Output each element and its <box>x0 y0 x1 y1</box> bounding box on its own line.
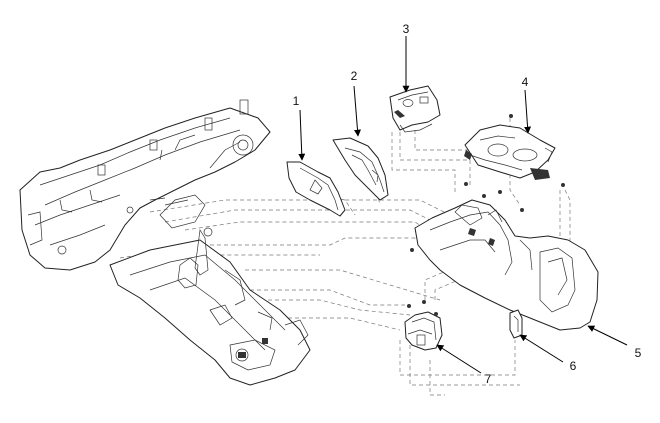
leader-7 <box>436 344 482 374</box>
part-6-bracket <box>509 309 523 339</box>
leader-arrows <box>298 36 628 374</box>
leader-6 <box>519 334 564 363</box>
part-2-console-side-cover <box>332 137 389 201</box>
floor-and-shifter-assembly <box>109 227 311 386</box>
callout-5: 5 <box>635 346 642 360</box>
callout-7: 7 <box>485 372 492 386</box>
callout-1: 1 <box>293 94 300 108</box>
fastener-screws <box>407 114 565 316</box>
callout-6: 6 <box>570 359 577 373</box>
part-4-shift-indicator-panel <box>464 124 556 180</box>
callout-2: 2 <box>351 69 358 83</box>
leader-4 <box>524 89 532 134</box>
leader-1 <box>298 109 306 161</box>
part-5-floor-console-body <box>414 199 599 331</box>
cowl-cross-bar-assembly <box>19 99 271 271</box>
callout-4: 4 <box>522 75 529 89</box>
part-7-mounting-bracket <box>404 311 443 351</box>
callout-3: 3 <box>403 22 410 36</box>
leader-2 <box>353 85 361 137</box>
part-1-console-side-cover <box>286 161 346 217</box>
leader-5 <box>587 325 628 346</box>
callout-labels: 1 2 3 4 5 6 7 <box>293 22 642 386</box>
part-3-console-upper-cover <box>389 85 441 133</box>
